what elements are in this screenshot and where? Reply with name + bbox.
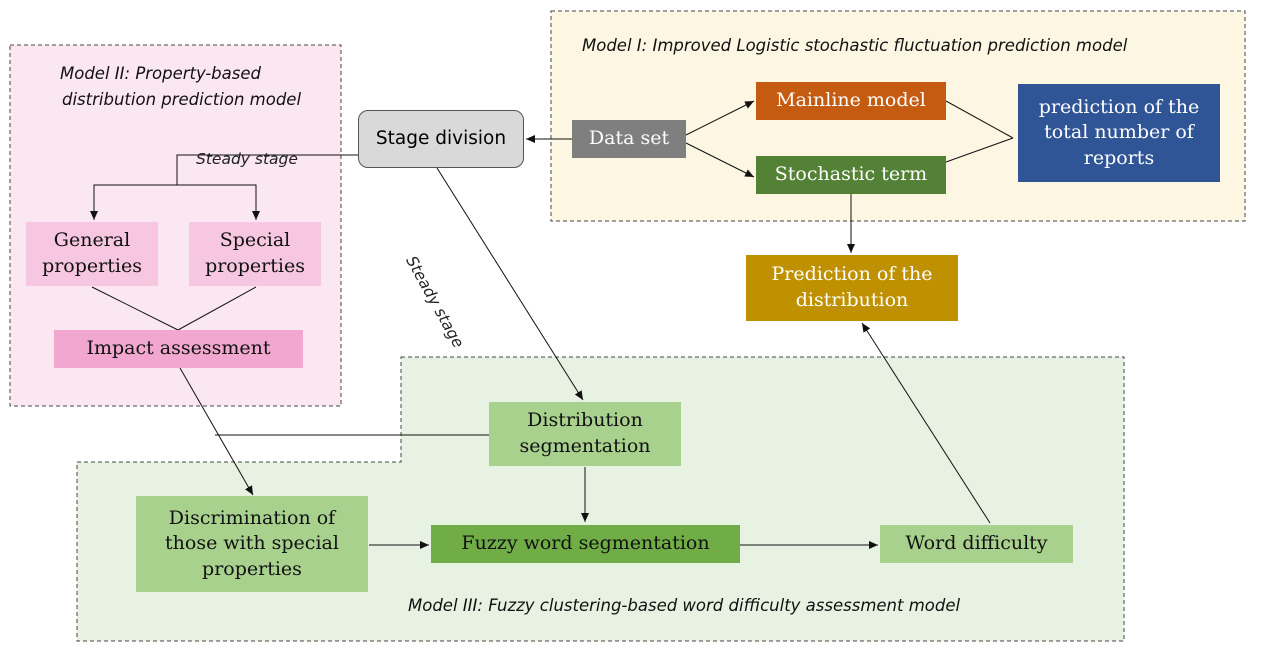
edge-stage-distribution xyxy=(436,167,584,401)
edge-stochastic-merge xyxy=(945,137,1014,163)
edge-dataset-mainline xyxy=(685,100,755,136)
model2-title-line2: distribution prediction model xyxy=(62,90,302,109)
edge-impact-discrimination xyxy=(179,367,254,496)
general-properties-node: General properties xyxy=(26,222,158,286)
model3-title: Model III: Fuzzy clustering-based word d… xyxy=(408,596,961,615)
edge-difficulty-distribution xyxy=(861,322,991,524)
steady-stage-label-left: Steady stage xyxy=(196,150,298,168)
edge-tree-special xyxy=(177,184,260,220)
distribution-segmentation-node: Distribution segmentation xyxy=(489,402,681,466)
prediction-total-node: prediction of the total number of report… xyxy=(1018,84,1220,182)
stochastic-term-node: Stochastic term xyxy=(756,156,946,194)
model1-title: Model I: Improved Logistic stochastic fl… xyxy=(582,36,1128,55)
edge-special-impact xyxy=(177,286,257,331)
data-set-node: Data set xyxy=(572,120,686,158)
edge-mainline-merge xyxy=(945,100,1014,139)
special-properties-node: Special properties xyxy=(189,222,321,286)
edge-dataset-stochastic xyxy=(685,142,755,178)
stage-division-node: Stage division xyxy=(358,110,524,168)
model2-title-line1: Model II: Property-based xyxy=(60,64,261,83)
word-difficulty-node: Word difficulty xyxy=(880,525,1073,563)
prediction-distribution-node: Prediction of the distribution xyxy=(746,255,958,321)
edge-general-impact xyxy=(91,286,179,331)
fuzzy-word-segmentation-node: Fuzzy word segmentation xyxy=(431,525,740,563)
impact-assessment-node: Impact assessment xyxy=(54,330,303,368)
mainline-model-node: Mainline model xyxy=(756,82,946,120)
discrimination-node: Discrimination of those with special pro… xyxy=(136,496,368,592)
